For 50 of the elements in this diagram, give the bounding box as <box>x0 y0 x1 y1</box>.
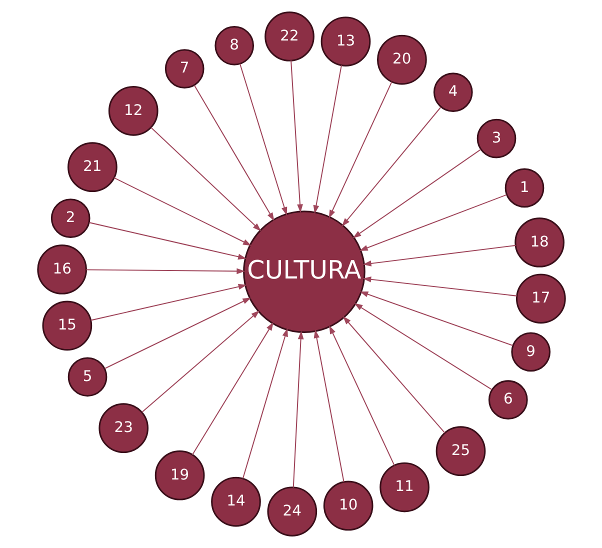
arrow <box>88 222 246 260</box>
node-circle: 22 <box>264 12 314 62</box>
node-circle: 16 <box>36 244 87 294</box>
node-circle: 2 <box>50 198 90 238</box>
arrow <box>150 127 261 232</box>
arrow <box>328 81 392 218</box>
arrow <box>113 177 251 246</box>
arrow <box>342 316 445 434</box>
arrow <box>341 106 441 227</box>
arrow <box>238 64 287 216</box>
node-circle: 23 <box>98 403 148 454</box>
node-circle: 12 <box>108 86 158 136</box>
node-circle: 8 <box>214 26 254 66</box>
arrow <box>358 194 506 251</box>
node-circle: 24 <box>266 486 317 536</box>
arrow <box>90 284 246 321</box>
arrow <box>313 330 344 482</box>
arrow <box>290 60 302 213</box>
arrow <box>141 310 260 413</box>
arrow <box>328 326 394 466</box>
arrow <box>359 291 512 346</box>
node-circle: 1 <box>504 168 544 208</box>
arrow <box>193 85 274 222</box>
node-circle: 21 <box>67 142 117 192</box>
node-circle: 11 <box>379 462 429 512</box>
arrow <box>104 298 251 369</box>
node-circle: 5 <box>67 357 107 397</box>
node-circle: 3 <box>476 118 516 158</box>
node-circle: 18 <box>514 218 564 268</box>
arrow <box>362 244 516 266</box>
arrow <box>312 65 342 214</box>
node-circle: 15 <box>42 300 92 351</box>
node-circle: 25 <box>435 426 486 476</box>
arrow <box>354 303 492 390</box>
arrow <box>362 276 516 296</box>
node-circle: 4 <box>432 72 472 112</box>
node-circle: 13 <box>320 16 370 66</box>
arrow <box>86 268 245 274</box>
arrow <box>191 322 273 455</box>
arrow <box>242 328 288 479</box>
node-circle: 7 <box>164 49 204 88</box>
node-circle: 19 <box>154 450 204 500</box>
arrow <box>292 330 304 488</box>
node-circle: 14 <box>210 476 260 527</box>
node-circle: 9 <box>510 332 550 372</box>
arrow <box>352 149 481 238</box>
node-circle: 6 <box>488 380 528 420</box>
node-circle: 20 <box>376 34 426 85</box>
node-circle: 17 <box>515 274 566 324</box>
node-circle: 10 <box>322 480 373 531</box>
